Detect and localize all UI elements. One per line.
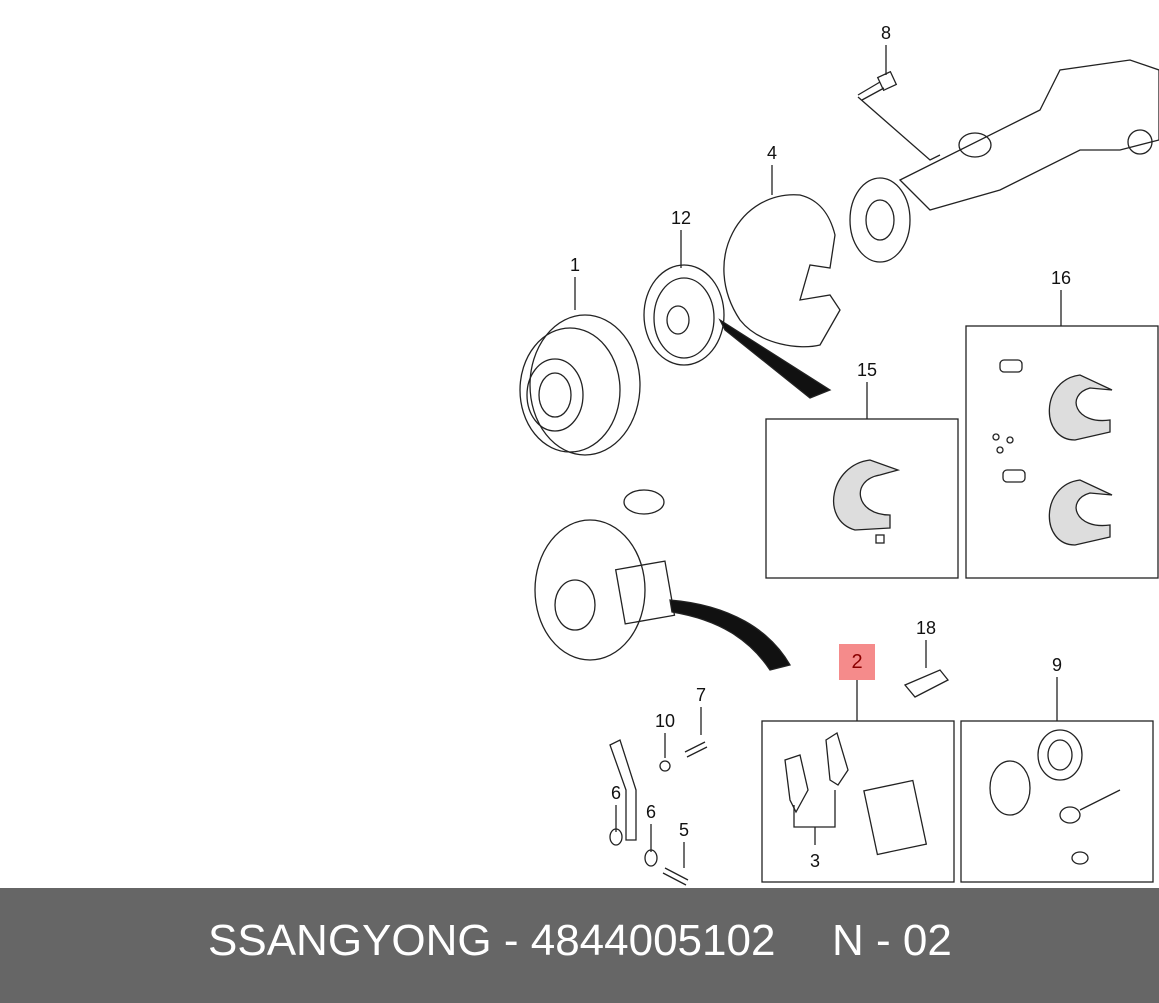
bolt-8-drawing bbox=[857, 70, 898, 101]
callout-15: 15 bbox=[856, 360, 878, 380]
callout-1: 1 bbox=[569, 255, 581, 275]
knuckle-caliper-assembly-drawing bbox=[534, 489, 791, 671]
callout-6: 6 bbox=[610, 783, 622, 803]
callout-8: 8 bbox=[880, 23, 892, 43]
callout-6: 6 bbox=[645, 802, 657, 822]
page-code: N - 02 bbox=[832, 916, 952, 965]
part-info-banner: SSANGYONG - 4844005102 N - 02 bbox=[0, 888, 1159, 1003]
seal-kit-9-drawing bbox=[989, 729, 1121, 865]
backing-plate-4-drawing bbox=[723, 194, 841, 348]
parking-shoe-12-drawing bbox=[643, 264, 832, 399]
callout-3: 3 bbox=[809, 851, 821, 871]
callout-9: 9 bbox=[1051, 655, 1063, 675]
pad-caliper-kit-2-drawing bbox=[784, 731, 928, 856]
callout-2-highlighted[interactable]: 2 bbox=[839, 644, 875, 680]
kit-box-9 bbox=[960, 720, 1154, 883]
kit-box-16 bbox=[965, 325, 1159, 579]
callout-10: 10 bbox=[654, 711, 676, 731]
leader-lines bbox=[574, 45, 1062, 868]
kit-box-2 bbox=[761, 720, 955, 883]
callout-4: 4 bbox=[766, 143, 778, 163]
anti-rattle-clip-18-drawing bbox=[903, 669, 950, 698]
callout-5: 5 bbox=[678, 820, 690, 840]
shoe-kit-15-drawing bbox=[832, 459, 901, 544]
callout-12: 12 bbox=[670, 208, 692, 228]
brand-part-number: SSANGYONG - 4844005102 bbox=[208, 916, 776, 965]
callout-18: 18 bbox=[915, 618, 937, 638]
axle-housing-drawing bbox=[849, 59, 1159, 263]
parts-diagram bbox=[519, 45, 1159, 886]
callout-7: 7 bbox=[695, 685, 707, 705]
shoe-kit-16-drawing bbox=[992, 359, 1113, 546]
hardware-drawing bbox=[609, 739, 708, 886]
kit-box-15 bbox=[765, 418, 959, 579]
callout-16: 16 bbox=[1050, 268, 1072, 288]
brake-disc-1-drawing bbox=[519, 314, 641, 456]
